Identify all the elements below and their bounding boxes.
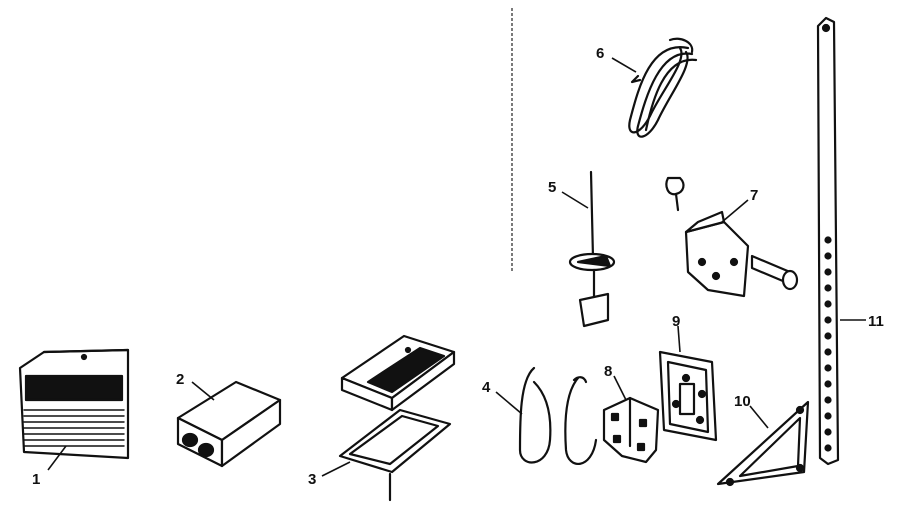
callout-9: 9 — [672, 313, 680, 330]
part-6-cord-coil — [628, 37, 698, 138]
part-9-mounting-plate — [658, 350, 718, 442]
part-8-small-bracket — [602, 396, 660, 464]
part-4-hooks — [518, 366, 598, 466]
leader-7 — [721, 199, 749, 223]
callout-6: 6 — [596, 45, 604, 62]
leader-1 — [47, 445, 67, 471]
leader-9 — [677, 325, 681, 353]
leader-8 — [613, 375, 627, 401]
callout-1: 1 — [32, 471, 40, 488]
leader-6 — [611, 57, 637, 73]
leader-lines — [47, 57, 866, 477]
callout-7: 7 — [750, 187, 758, 204]
callout-11: 11 — [868, 313, 884, 330]
part-1-wall-control — [18, 348, 130, 460]
callout-2: 2 — [176, 371, 184, 388]
callout-4: 4 — [482, 379, 491, 396]
callout-10: 10 — [734, 393, 751, 410]
leader-4 — [495, 391, 523, 415]
part-11-strap — [816, 16, 840, 466]
part-10-triangle-bracket — [716, 400, 810, 487]
callout-3: 3 — [308, 471, 316, 488]
part-3-remote-transmitter — [338, 334, 456, 502]
leader-3 — [321, 461, 351, 477]
callout-labels: 1 2 3 4 5 6 7 8 9 10 11 — [32, 45, 884, 488]
leader-5 — [561, 191, 589, 209]
part-5-release-cord — [568, 170, 616, 328]
part-2-battery — [176, 380, 282, 468]
callout-8: 8 — [604, 363, 612, 380]
part-7-bracket — [665, 176, 799, 298]
leader-2 — [191, 381, 215, 401]
leader-10 — [749, 405, 769, 429]
callout-5: 5 — [548, 179, 556, 196]
